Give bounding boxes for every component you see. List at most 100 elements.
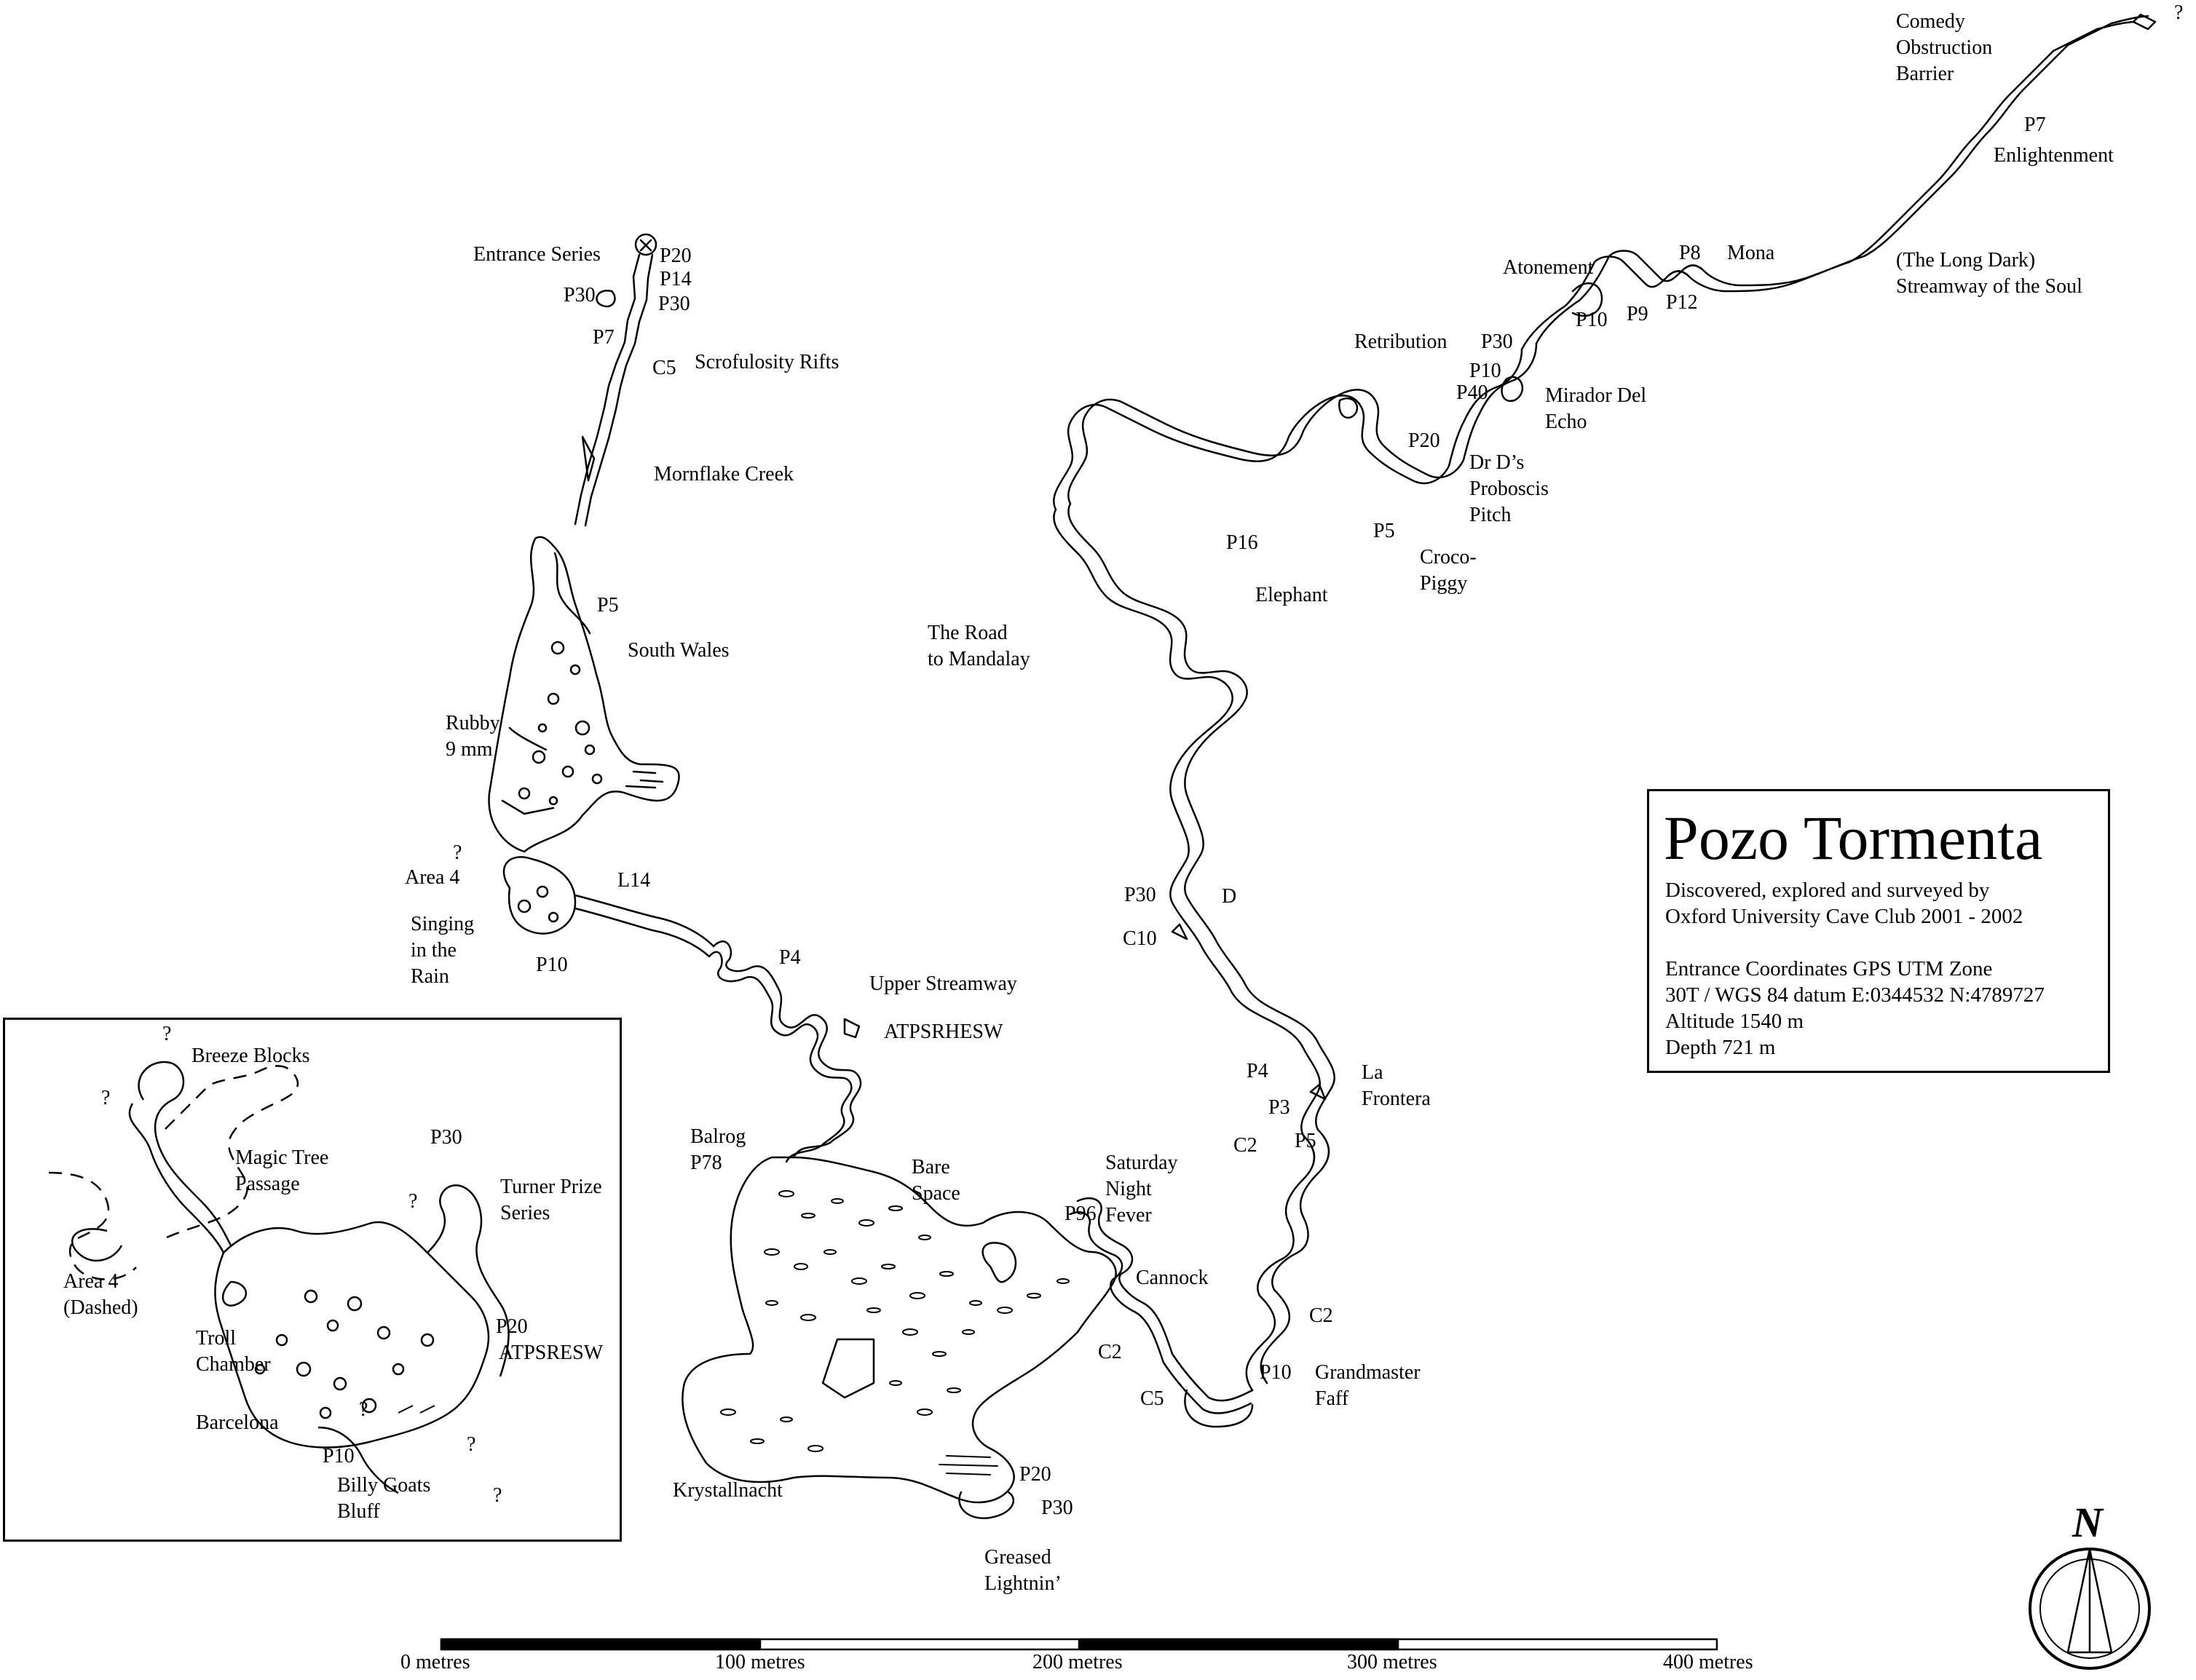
label-entrance-series: Entrance Series <box>473 243 601 266</box>
label-l14: L14 <box>617 869 651 892</box>
label-p7: P7 <box>593 326 615 349</box>
label-atpsrhesw: ATPSRHESW <box>884 1021 1003 1043</box>
singing-in-the-rain-chamber <box>502 856 715 958</box>
label-p10: P10 <box>1576 309 1608 331</box>
label-p7: P7 <box>2024 114 2046 136</box>
label-saturday-night-fever: Saturday Night Fever <box>1105 1152 1178 1227</box>
label-p16: P16 <box>1226 531 1258 554</box>
label-p96: P96 <box>1065 1202 1097 1225</box>
label-p5: P5 <box>597 594 619 617</box>
label-croco-piggy: Croco- Piggy <box>1420 546 1477 595</box>
label-rubby: Rubby 9 mm <box>446 712 500 761</box>
inset-label-p10: P10 <box>323 1445 355 1467</box>
label-p40: P40 <box>1456 381 1488 404</box>
label-krystallnacht: Krystallnacht <box>673 1479 783 1502</box>
north-label: N <box>2072 1499 2103 1546</box>
label-p3: P3 <box>1268 1096 1290 1119</box>
inset-survey <box>48 1061 510 1494</box>
label-long-dark-streamway: (The Long Dark) Streamway of the Soul <box>1896 249 2082 298</box>
map-title: Pozo Tormenta <box>1664 803 2043 873</box>
cannock-passage <box>1069 1197 1254 1428</box>
label-p4: P4 <box>779 946 801 969</box>
label-p30: P30 <box>1481 330 1513 353</box>
scale-label: 0 metres <box>400 1651 470 1673</box>
label-mornflake-creek: Mornflake Creek <box>654 463 794 486</box>
subtitle-line: Discovered, explored and surveyed by <box>1665 879 1990 902</box>
label-mirador-del-echo: Mirador Del Echo <box>1545 384 1647 433</box>
inset-label-p20: P20 <box>496 1315 528 1338</box>
depth-line: Depth 721 m <box>1665 1036 1776 1059</box>
label-p4: P4 <box>1247 1060 1268 1082</box>
inset-label-p30: P30 <box>430 1126 462 1149</box>
label-mona: Mona <box>1727 242 1775 264</box>
label-atonement: Atonement <box>1503 256 1594 279</box>
title-box: Pozo Tormenta Discovered, explored and s… <box>1647 789 2110 1073</box>
scale-label: 200 metres <box>1032 1651 1123 1673</box>
inset-map: ? Breeze Blocks ? Magic Tree Passage P30… <box>3 1018 622 1542</box>
label-p10: P10 <box>1260 1361 1292 1384</box>
inset-label-question: ? <box>493 1484 502 1507</box>
label-p30: P30 <box>1041 1497 1073 1519</box>
label-p10: P10 <box>1469 360 1501 382</box>
label-c5: C5 <box>652 357 676 379</box>
inset-label-billy-goats-bluff: Billy Goats Bluff <box>337 1474 431 1523</box>
label-p20: P20 <box>660 245 692 267</box>
inset-label-atpsresw: ATPSRESW <box>499 1342 604 1364</box>
altitude-line: Altitude 1540 m <box>1665 1010 1804 1033</box>
label-cannock: Cannock <box>1136 1267 1209 1289</box>
label-p20: P20 <box>1408 429 1440 452</box>
entrance-series-passage <box>574 233 657 527</box>
elephant-passage <box>1053 342 1538 511</box>
label-p12: P12 <box>1666 291 1698 314</box>
label-p30: P30 <box>1124 884 1156 906</box>
label-c10: C10 <box>1123 927 1157 950</box>
label-p5: P5 <box>1295 1130 1316 1152</box>
label-grandmaster-faff: Grandmaster Faff <box>1315 1361 1421 1410</box>
label-c2: C2 <box>1098 1341 1122 1363</box>
label-comedy-obstruction-barrier: Comedy Obstruction Barrier <box>1896 10 1993 85</box>
label-bare-space: Bare Space <box>912 1156 960 1205</box>
label-south-wales: South Wales <box>628 639 730 662</box>
label-p8: P8 <box>1679 242 1701 264</box>
south-wales-chamber <box>488 536 680 853</box>
label-dr-d-proboscis-pitch: Dr D’s Proboscis Pitch <box>1469 451 1549 526</box>
inset-label-turner-prize-series: Turner Prize Series <box>500 1176 602 1224</box>
scale-label: 100 metres <box>715 1651 805 1673</box>
label-elephant: Elephant <box>1255 584 1328 606</box>
label-p20: P20 <box>1019 1463 1051 1486</box>
subtitle-line: Oxford University Cave Club 2001 - 2002 <box>1665 905 2023 928</box>
label-p30: P30 <box>564 284 596 306</box>
label-c2: C2 <box>1233 1134 1257 1157</box>
label-p9: P9 <box>1627 303 1648 325</box>
inset-label-magic-tree-passage: Magic Tree Passage <box>235 1146 329 1195</box>
label-p10: P10 <box>536 954 568 976</box>
label-p5: P5 <box>1373 520 1395 542</box>
inset-label-question: ? <box>101 1087 111 1109</box>
entrance-coordinates-line: Entrance Coordinates GPS UTM Zone <box>1665 957 1993 980</box>
label-question: ? <box>453 841 462 864</box>
label-p14: P14 <box>660 268 692 290</box>
north-arrow-icon <box>2029 1548 2151 1670</box>
inset-label-barcelona: Barcelona <box>196 1411 279 1434</box>
label-scrofulosity-rifts: Scrofulosity Rifts <box>695 351 840 373</box>
label-c5: C5 <box>1140 1387 1164 1410</box>
label-c2: C2 <box>1309 1304 1333 1327</box>
label-la-frontera: La Frontera <box>1362 1061 1431 1110</box>
inset-label-question: ? <box>408 1190 418 1213</box>
inset-label-breeze-blocks: Breeze Blocks <box>191 1045 310 1067</box>
long-dark-streamway <box>1520 13 2157 351</box>
upper-streamway-passage <box>708 940 862 1163</box>
label-greased-lightnin: Greased Lightnin’ <box>984 1546 1062 1595</box>
entrance-coordinates-line: 30T / WGS 84 datum E:0344532 N:4789727 <box>1665 983 2045 1007</box>
scale-label: 400 metres <box>1663 1651 1753 1673</box>
label-enlightenment: Enlightenment <box>1994 144 2114 167</box>
label-d: D <box>1222 885 1237 908</box>
inset-label-troll-chamber: Troll Chamber <box>196 1327 271 1376</box>
inset-label-question: ? <box>162 1023 172 1045</box>
label-retribution: Retribution <box>1354 330 1447 353</box>
label-singing-in-the-rain: Singing in the Rain <box>411 913 475 988</box>
inset-label-area-4-dashed: Area 4 (Dashed) <box>63 1270 138 1319</box>
road-to-mandalay-passage <box>1053 502 1335 1392</box>
label-p30: P30 <box>658 293 690 315</box>
